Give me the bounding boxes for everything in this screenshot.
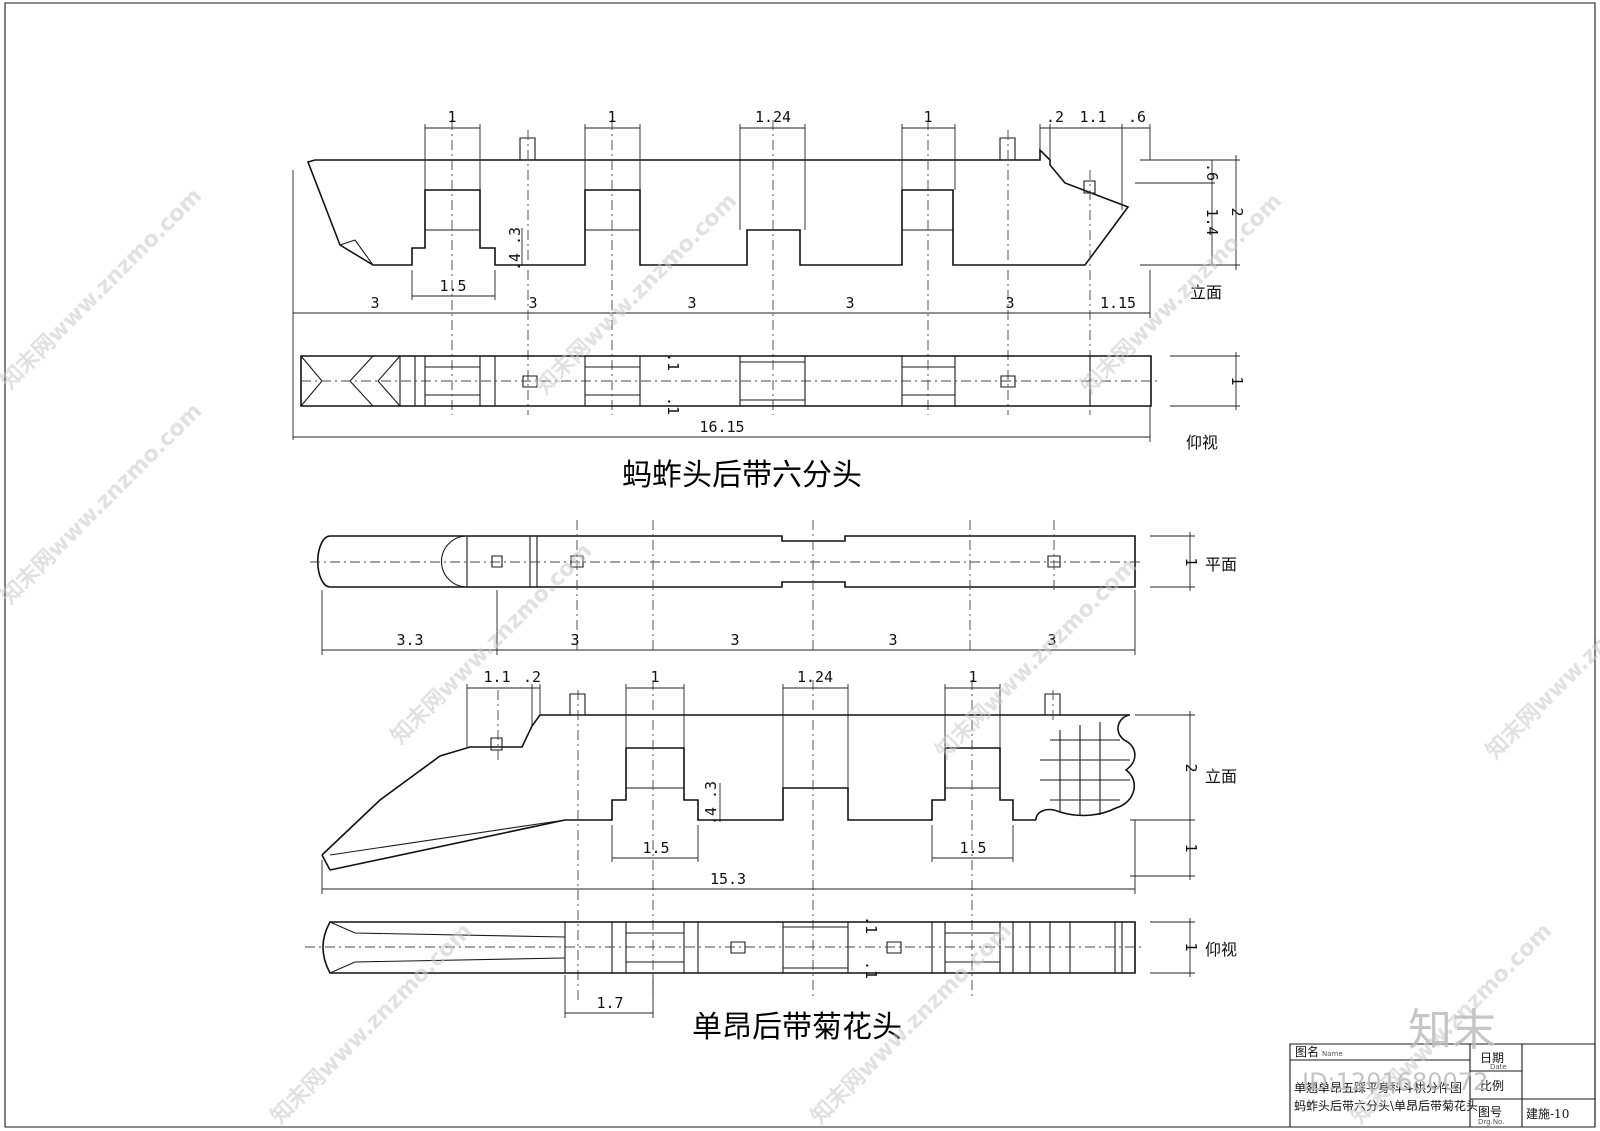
dim-text: 1 [1182, 843, 1200, 852]
dim-text: .6 [1203, 163, 1221, 181]
brand-watermark: 知末 [1408, 1005, 1496, 1056]
view-label-plan: 平面 [1205, 555, 1237, 574]
drawing-2-elevation-dims: 1.1 .2 1 1.24 1 .4 .3 1.5 1.5 2 1 15.3 立… [483, 668, 1237, 888]
watermark-text: 知末网www.znzmo.com [931, 553, 1142, 764]
dim-text: 2 [1228, 207, 1246, 216]
dim-text: 1.7 [596, 994, 623, 1012]
title-block-text: 图名 Name 单翘单昂五踩平身科斗栱分件图 蚂蚱头后带六分头\单昂后带菊花头 … [1294, 1044, 1569, 1126]
drawing-1-title: 蚂蚱头后带六分头 [622, 458, 862, 493]
view-label-elevation: 立面 [1190, 283, 1222, 302]
watermarks: 知末网www.znzmo.com 知末网www.znzmo.com 知末网www… [0, 183, 1600, 1129]
dim-text: 3 [370, 294, 379, 312]
dim-text: 3 [888, 631, 897, 649]
view-label-bottom: 仰视 [1186, 433, 1218, 452]
dim-text: .2 [523, 668, 541, 686]
watermark-text: 知末网www.znzmo.com [1481, 553, 1600, 764]
watermark-text: 知末网www.znzmo.com [266, 918, 477, 1129]
watermark-text: 知末网www.znzmo.com [0, 183, 207, 394]
dim-text: 3 [570, 631, 579, 649]
drawing-2-plan [310, 520, 1195, 655]
dim-text: .1 [664, 397, 682, 415]
drawing-1-elevation-dims: 1 1 1.24 1 .2 1.1 .6 3 3 3 3 3 1.15 .4 .… [370, 108, 1246, 312]
dim-text: 16.15 [699, 418, 744, 436]
dim-text: 3 [528, 294, 537, 312]
dim-text: 1.1 [483, 668, 510, 686]
dim-text: 1.5 [439, 277, 466, 295]
drawing-2-plan-dims: 3.3 3 3 3 3 1 平面 [396, 555, 1237, 649]
dim-text: 2 [1182, 763, 1200, 772]
title-block-number-value: 建施-10 [1526, 1107, 1569, 1121]
dim-text: .1 [664, 353, 682, 371]
drawing-1-bottom-view [293, 352, 1240, 442]
drawing-2-title: 单昂后带菊花头 [692, 1010, 902, 1045]
dim-text: 1 [923, 108, 932, 126]
title-block-drawing-name: 蚂蚱头后带六分头\单昂后带菊花头 [1294, 1098, 1478, 1113]
dim-text: 1.15 [1100, 294, 1136, 312]
drawing-1-elevation [293, 120, 1240, 440]
dim-text: .2 [1046, 108, 1064, 126]
dim-text: 1.5 [642, 839, 669, 857]
title-block-name-label-en: Name [1322, 1050, 1343, 1058]
dim-text: 3 [1047, 631, 1056, 649]
drawing-2-elevation [322, 680, 1195, 1000]
dim-text: 1 [607, 108, 616, 126]
dim-text: 1 [447, 108, 456, 126]
title-block-date-label-en: Date [1490, 1063, 1507, 1071]
drawing-1-bottom-view-dims: 16.15 1 .1 .1 仰视 蚂蚱头后带六分头 [622, 353, 1246, 493]
drawing-2-bottom-view [305, 918, 1195, 1018]
dim-text: .3 [702, 781, 720, 799]
view-label-elevation: 立面 [1205, 767, 1237, 786]
sheet-border [5, 3, 1595, 1127]
dim-text: 3 [730, 631, 739, 649]
dim-text: 1 [1182, 942, 1200, 951]
dim-text: 1 [1228, 376, 1246, 385]
dim-text: 3.3 [396, 631, 423, 649]
watermark-text: 知末网www.znzmo.com [0, 398, 207, 609]
title-block [1290, 1044, 1595, 1127]
dim-text: 1 [968, 668, 977, 686]
dim-text: 1.5 [959, 839, 986, 857]
title-block-number-label: 图号 [1478, 1105, 1502, 1119]
title-block-name-label: 图名 [1295, 1044, 1319, 1059]
dim-text: 3 [687, 294, 696, 312]
dim-text: .1 [862, 961, 880, 979]
drawing-2-bottom-view-dims: 1 .1 .1 1.7 仰视 单昂后带菊花头 [596, 916, 1237, 1045]
dim-text: 15.3 [710, 870, 746, 888]
dim-text: .1 [862, 916, 880, 934]
view-label-bottom: 仰视 [1205, 940, 1237, 959]
dim-text: 1.4 [1203, 208, 1221, 235]
dim-text: 1 [1182, 557, 1200, 566]
dim-text: 1.24 [755, 108, 791, 126]
title-block-number-label-en: Drg.No. [1478, 1118, 1504, 1126]
dim-text: 3 [1005, 294, 1014, 312]
dim-text: 3 [845, 294, 854, 312]
dim-text: 1.24 [797, 668, 833, 686]
dim-text: .4 [702, 807, 720, 825]
watermark-text: 知末网www.znzmo.com [531, 188, 742, 399]
dim-text: 1 [650, 668, 659, 686]
dim-text: .6 [1128, 108, 1146, 126]
dim-text: .3 [506, 227, 524, 245]
title-block-drawing-name: 单翘单昂五踩平身科斗栱分件图 [1294, 1080, 1462, 1095]
dim-text: 1.1 [1079, 108, 1106, 126]
title-block-date-label: 日期 [1480, 1051, 1504, 1065]
dim-text: .4 [506, 253, 524, 271]
id-watermark: ID:1201680072 [1302, 1068, 1488, 1096]
title-block-scale-label: 比例 [1480, 1079, 1504, 1093]
